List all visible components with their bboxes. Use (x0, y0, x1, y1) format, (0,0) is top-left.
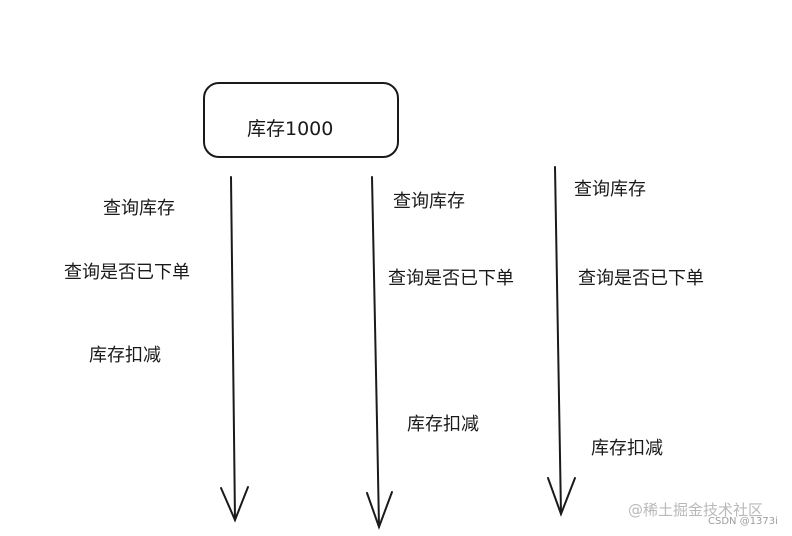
watermark-brand: @稀土掘金技术社区 (628, 501, 764, 519)
col3-query-stock: 查询库存 (574, 179, 646, 200)
arrow-2 (366, 176, 393, 530)
col1-deduct: 库存扣减 (89, 345, 161, 366)
arrow-1 (220, 176, 249, 523)
arrow-3 (547, 166, 576, 517)
col1-check-order: 查询是否已下单 (64, 262, 190, 283)
col2-query-stock: 查询库存 (393, 191, 465, 212)
watermark-credit: CSDN @1373i (708, 516, 778, 527)
col1-query-stock: 查询库存 (103, 198, 175, 219)
col2-deduct: 库存扣减 (407, 414, 479, 435)
stock-box: 库存1000 (203, 82, 399, 158)
stock-box-label: 库存1000 (247, 118, 334, 140)
col2-check-order: 查询是否已下单 (388, 268, 514, 289)
col3-check-order: 查询是否已下单 (578, 268, 704, 289)
col3-deduct: 库存扣减 (591, 438, 663, 459)
